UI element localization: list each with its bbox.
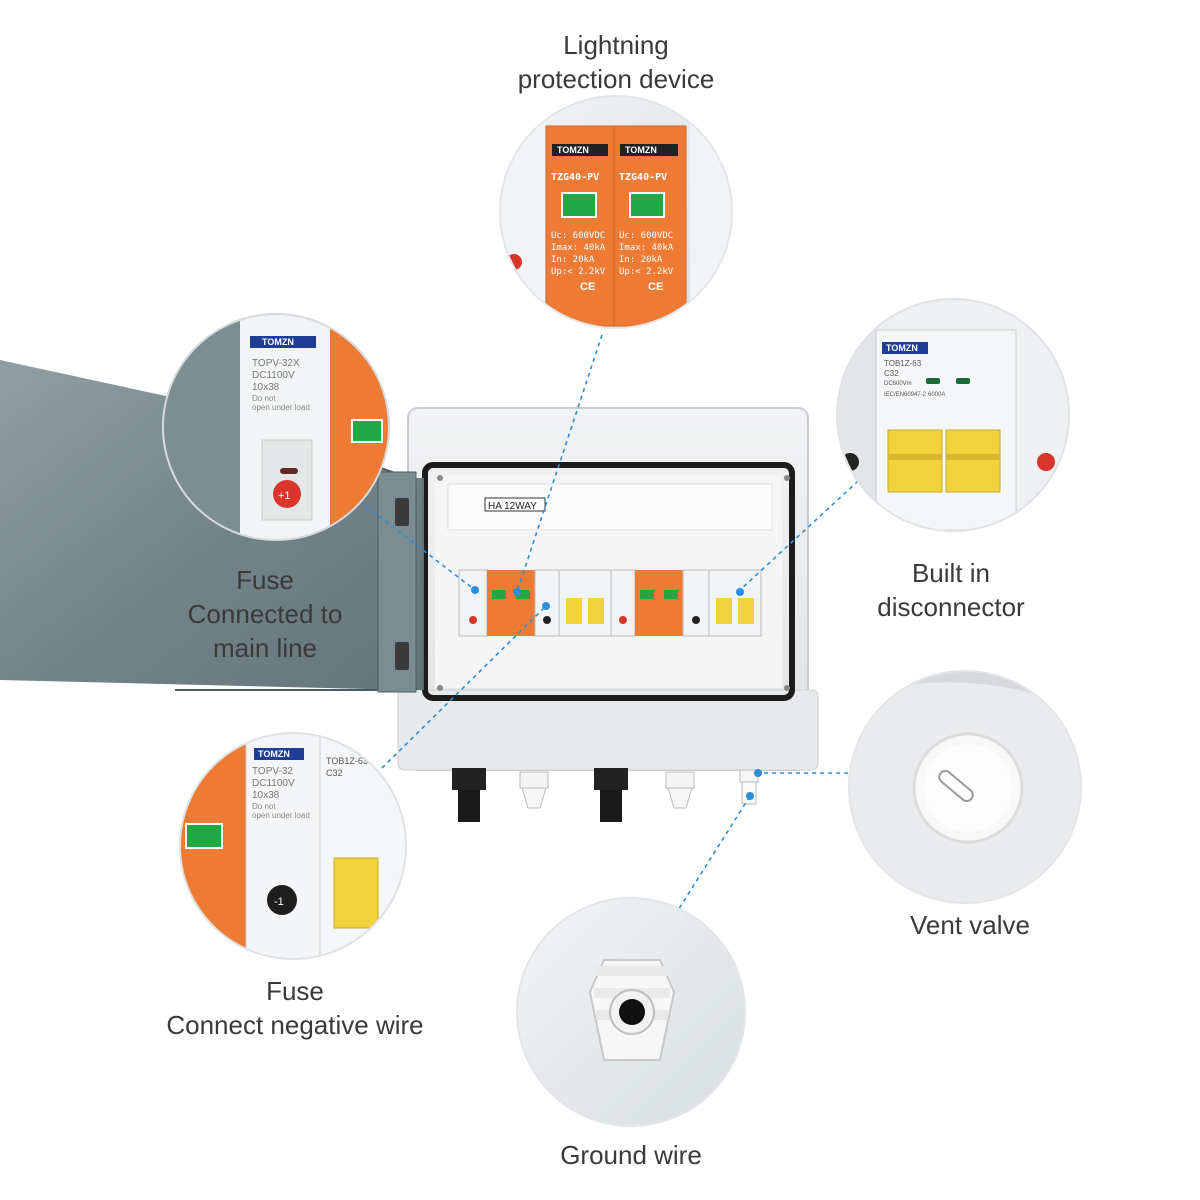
breaker-model: TOB1Z-63 <box>884 359 922 368</box>
enclosure-model-label: HA 12WAY <box>488 501 537 512</box>
fuse2-warning-2: open under load <box>252 811 310 820</box>
fuse1-plus-mark: +1 <box>278 490 291 502</box>
fuse-negative-zoom: TOMZN TOPV-32 DC1100V 10x38 Do not open … <box>180 733 406 959</box>
fuse-main-label-line2: Connected to <box>187 599 343 629</box>
fuse1-warning-1: Do not <box>252 394 276 403</box>
vent-label-line1: Vent valve <box>910 910 1030 940</box>
fuse2-minus-mark: -1 <box>274 896 284 908</box>
spd1-up: Up:< 2.2kV <box>551 267 606 277</box>
breaker-icu: 6000A <box>928 392 945 398</box>
fuse-negative-label: Fuse Connect negative wire <box>130 974 460 1042</box>
spd2-model: TZG40-PV <box>619 172 667 183</box>
spd2-ce: CE <box>648 281 663 293</box>
ground-wire-label: Ground wire <box>531 1138 731 1172</box>
breaker-brand: TOMZN <box>886 343 918 353</box>
fuse1-brand: TOMZN <box>262 337 294 347</box>
fuse1-warning-2: open under load <box>252 403 310 412</box>
fuse-main-label-line1: Fuse <box>236 565 294 595</box>
fuse2-warning-1: Do not <box>252 802 276 811</box>
fuse1-voltage: DC1100V <box>252 370 295 381</box>
spd2-imax: Imax: 40kA <box>619 243 674 253</box>
breaker2-model: TOB1Z-63 <box>326 756 368 766</box>
breaker-rating: C32 <box>884 369 899 378</box>
spd2-up: Up:< 2.2kV <box>619 267 674 277</box>
lightning-protection-label: Lightning protection device <box>470 28 762 96</box>
lightning-protection-zoom: TOMZN TZG40-PV Uc: 600VDC Imax: 40kA In:… <box>500 96 732 328</box>
spd2-uc: Uc: 600VDC <box>619 231 673 241</box>
fuse1-size: 10x38 <box>252 382 280 393</box>
lightning-label-line1: Lightning <box>563 30 669 60</box>
enclosure: HA 12WAY <box>397 407 819 822</box>
disconnector-zoom: TOMZN TOB1Z-63 C32 DC600Vm IEC/EN60947-2… <box>837 299 1069 531</box>
fuse-main-label-line3: main line <box>212 633 318 663</box>
disconnector-label-line2: disconnector <box>877 592 1025 622</box>
cable-connectors <box>452 768 759 822</box>
spd2-brand: TOMZN <box>625 145 657 155</box>
disconnector-label: Built in disconnector <box>840 556 1062 624</box>
ground-label-line1: Ground wire <box>560 1140 702 1170</box>
lightning-label-line2: protection device <box>517 64 715 94</box>
fuse-main-label: Fuse Connected to main line <box>150 563 380 665</box>
spd1-model: TZG40-PV <box>551 172 599 183</box>
fuse-negative-label-line2: Connect negative wire <box>166 1010 424 1040</box>
vent-valve-label: Vent valve <box>880 908 1060 942</box>
breaker-voltage: DC600Vm <box>884 381 912 387</box>
fuse2-size: 10x38 <box>252 790 280 801</box>
callout-dots <box>471 586 762 800</box>
fuse1-model: TOPV-32X <box>252 358 300 369</box>
disconnector-label-line1: Built in <box>911 558 991 588</box>
breaker-standard: IEC/EN60947-2 <box>884 392 927 398</box>
fuse2-voltage: DC1100V <box>252 778 295 789</box>
ground-wire-zoom <box>517 898 745 1126</box>
spd1-ce: CE <box>580 281 595 293</box>
spd1-uc: Uc: 600VDC <box>551 231 605 241</box>
fuse2-brand: TOMZN <box>258 749 290 759</box>
spd1-imax: Imax: 40kA <box>551 243 606 253</box>
callout-lines <box>289 334 871 916</box>
spd2-in: In: 20kA <box>619 255 663 265</box>
fuse2-model: TOPV-32 <box>252 766 293 777</box>
spd1-in: In: 20kA <box>551 255 595 265</box>
breaker2-rating: C32 <box>326 768 343 778</box>
din-rail-modules <box>458 569 762 637</box>
spd1-brand: TOMZN <box>557 145 589 155</box>
fuse-negative-label-line1: Fuse <box>266 976 324 1006</box>
